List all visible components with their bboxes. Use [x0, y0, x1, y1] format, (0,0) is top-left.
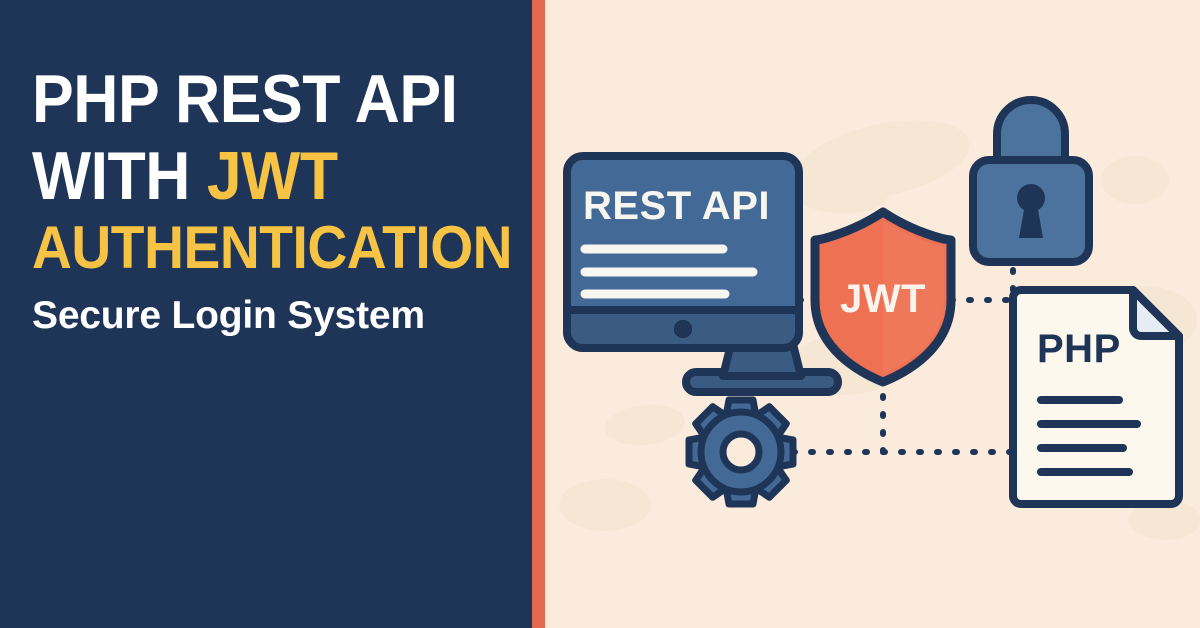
jwt-shield-icon: JWT: [810, 207, 956, 387]
blob-decor-5: [605, 404, 685, 446]
headline-line-2-white: WITH: [32, 137, 207, 214]
monitor-screen-title: REST API: [583, 184, 770, 228]
headline-block: PHP REST API WITH JWT AUTHENTICATION Sec…: [32, 61, 513, 338]
padlock-keyhole-circle: [1017, 184, 1045, 212]
monitor-rest-api: REST API: [563, 152, 842, 396]
settings-gear-icon: [685, 396, 797, 508]
php-document-label: PHP: [1037, 327, 1121, 371]
headline-line-3: AUTHENTICATION: [32, 214, 513, 282]
blob-decor-8: [559, 479, 651, 531]
vertical-divider-bar: [532, 0, 545, 628]
php-document-fold-corner: [1129, 286, 1183, 340]
headline-line-1: PHP REST API: [32, 61, 458, 137]
headline-line-2: WITH JWT: [32, 142, 474, 210]
architecture-diagram: REST API PHP: [559, 96, 1200, 540]
right-illustration-panel: REST API PHP: [545, 0, 1200, 628]
subheading: Secure Login System: [32, 294, 425, 338]
padlock-keyhole-stem: [1019, 204, 1043, 238]
blob-decor-9: [1129, 500, 1200, 540]
jwt-shield-highlight: [883, 220, 944, 374]
blob-decor-3: [1101, 156, 1169, 204]
headline-line-2-gold: JWT: [206, 137, 338, 214]
left-title-panel: PHP REST API WITH JWT AUTHENTICATION Sec…: [0, 0, 532, 628]
monitor-content-lines: [580, 244, 758, 299]
gear-ring-inner-hole: [719, 430, 763, 474]
blob-decor-2: [780, 156, 890, 214]
php-document-lines: [1037, 396, 1141, 476]
jwt-shield-label: JWT: [840, 277, 926, 321]
monitor-power-dot: [674, 320, 692, 338]
padlock-shackle: [993, 96, 1069, 172]
padlock-icon: [969, 96, 1093, 266]
php-document-icon: PHP: [1009, 286, 1183, 508]
